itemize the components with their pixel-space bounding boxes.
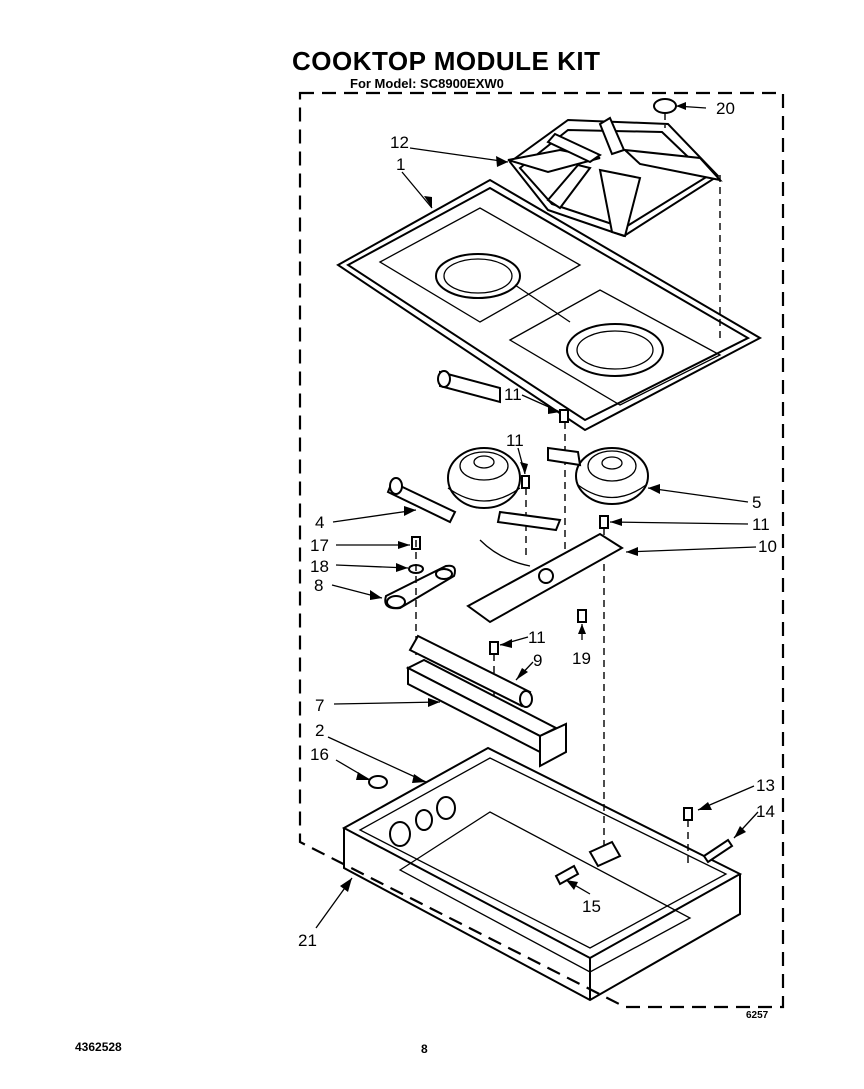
callout-20: 20 <box>716 99 735 118</box>
callout-5: 5 <box>752 493 761 512</box>
model-number: For Model: SC8900EXW0 <box>350 76 504 91</box>
part-20-cap <box>653 98 707 128</box>
part-number: 4362528 <box>75 1040 122 1054</box>
part-13-clip <box>683 785 755 868</box>
callout-11-lower: 11 <box>528 628 546 647</box>
part-17-screw <box>336 536 421 550</box>
callout-7: 7 <box>315 696 324 715</box>
part-19-screw <box>577 609 587 640</box>
callout-11-top: 11 <box>504 385 522 404</box>
callout-8: 8 <box>314 576 323 595</box>
part-21-kit-pointer <box>315 877 353 929</box>
part-1-cooktop <box>336 171 763 432</box>
kit-boundary <box>298 91 785 1009</box>
callout-4: 4 <box>315 513 324 532</box>
part-12-grate <box>409 116 723 238</box>
callout-21: 21 <box>298 931 317 950</box>
callout-16: 16 <box>310 745 329 764</box>
callout-14: 14 <box>756 802 775 821</box>
part-16-grommet <box>335 759 388 789</box>
callout-12: 12 <box>390 133 409 152</box>
callout-18: 18 <box>310 557 329 576</box>
callout-15: 15 <box>582 897 601 916</box>
part-11-screw-top <box>437 370 569 580</box>
part-11-screw-right <box>599 515 749 850</box>
part-4-burner-left <box>332 447 562 532</box>
part-8-bracket <box>331 540 456 660</box>
part-15-clip <box>554 840 622 895</box>
callout-11-mid: 11 <box>506 431 524 450</box>
callout-17: 17 <box>310 536 329 555</box>
figure-code: 6257 <box>746 1010 769 1021</box>
part-5-burner-right <box>547 446 749 505</box>
part-18-washer <box>335 563 424 574</box>
callout-10: 10 <box>758 537 777 556</box>
callout-11-right: 11 <box>752 515 770 534</box>
part-9-tube <box>408 634 534 708</box>
page-number: 8 <box>421 1042 428 1056</box>
callout-13: 13 <box>756 776 775 795</box>
callout-2: 2 <box>315 721 324 740</box>
callout-19: 19 <box>572 649 591 668</box>
part-10-bracket <box>466 532 757 624</box>
diagram-title: COOKTOP MODULE KIT <box>292 46 601 76</box>
part-14-screw <box>702 811 759 864</box>
part-11-screw-mid <box>517 447 530 560</box>
callout-9: 9 <box>533 651 542 670</box>
part-7-bracket <box>333 658 567 768</box>
callout-1: 1 <box>396 155 405 174</box>
part-2-base-pan <box>327 736 743 1002</box>
